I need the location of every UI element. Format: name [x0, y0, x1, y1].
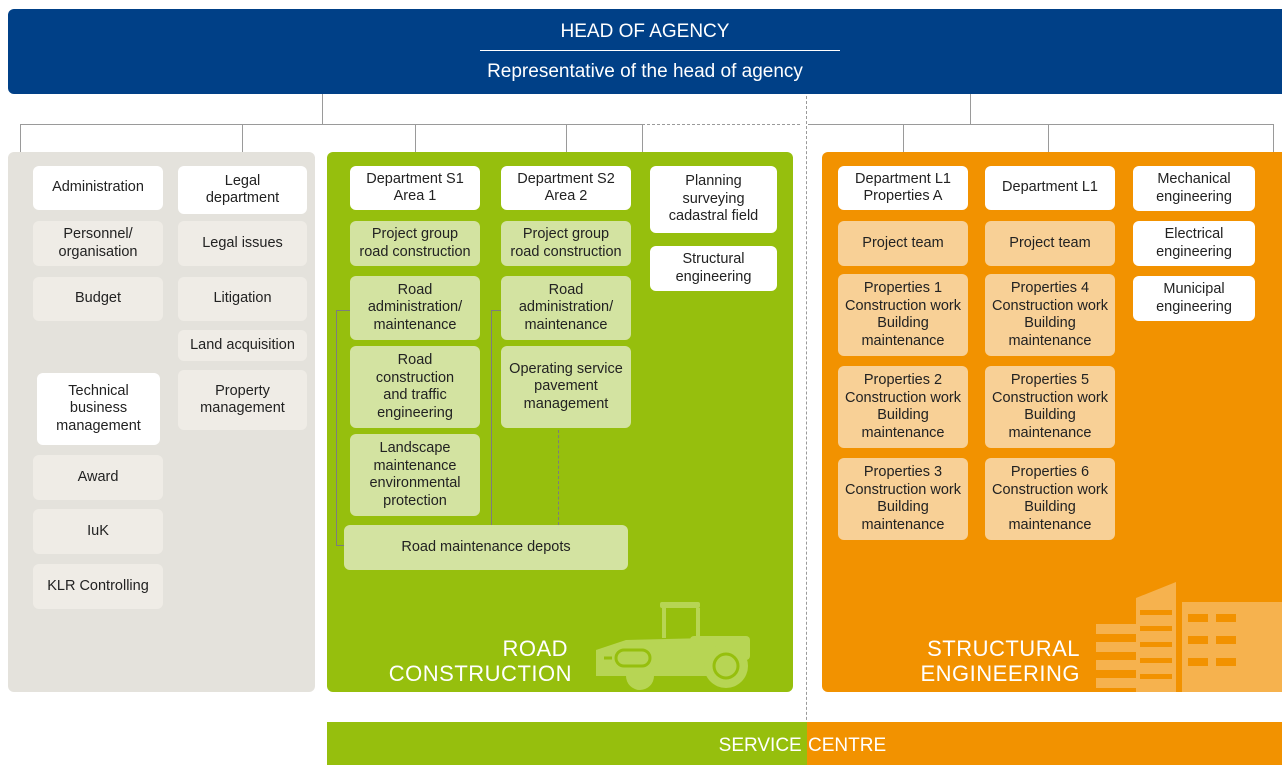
project-team-l1b-box[interactable]: Project team	[985, 221, 1115, 266]
connector-line	[322, 94, 323, 125]
road-maintenance-depots-box[interactable]: Road maintenance depots	[344, 525, 628, 570]
project-group-s2-box[interactable]: Project group road construction	[501, 221, 631, 266]
electrical-engineering-box[interactable]: Electrical engineering	[1133, 221, 1255, 266]
planning-surveying-box[interactable]: Planning surveying cadastral field	[650, 166, 777, 233]
department-s1-box[interactable]: Department S1 Area 1	[350, 166, 480, 210]
structural-label-line2: ENGINEERING	[920, 661, 1080, 686]
properties-2-box[interactable]: Properties 2 Construction work Building …	[838, 366, 968, 448]
department-l1-box[interactable]: Department L1	[985, 166, 1115, 210]
project-group-s1-box[interactable]: Project group road construction	[350, 221, 480, 266]
representative-title: Representative of the head of agency	[487, 61, 803, 82]
road-administration-s2-box[interactable]: Road administration/ maintenance	[501, 276, 631, 340]
mechanical-engineering-box[interactable]: Mechanical engineering	[1133, 166, 1255, 211]
legal-department-box[interactable]: Legal department	[178, 166, 307, 214]
dashed-divider	[806, 96, 807, 765]
head-of-agency-title: HEAD OF AGENCY	[560, 21, 730, 42]
properties-4-box[interactable]: Properties 4 Construction work Building …	[985, 274, 1115, 356]
road-label-line1: ROAD	[502, 636, 568, 661]
connector-line	[808, 124, 1273, 125]
personnel-organisation-box[interactable]: Personnel/ organisation	[33, 221, 163, 266]
connector-line	[970, 94, 971, 125]
legal-issues-box[interactable]: Legal issues	[178, 221, 307, 266]
road-roller-illustration	[596, 602, 750, 690]
klr-controlling-box[interactable]: KLR Controlling	[33, 564, 163, 609]
department-s2-box[interactable]: Department S2 Area 2	[501, 166, 631, 210]
technical-business-management-box[interactable]: Technical business management	[37, 373, 160, 445]
project-team-l1a-box[interactable]: Project team	[838, 221, 968, 266]
department-l1-properties-a-box[interactable]: Department L1 Properties A	[838, 166, 968, 210]
land-acquisition-box[interactable]: Land acquisition	[178, 330, 307, 361]
road-connector-line	[336, 310, 351, 311]
connector-line	[20, 124, 642, 125]
budget-box[interactable]: Budget	[33, 277, 163, 321]
road-administration-s1-box[interactable]: Road administration/ maintenance	[350, 276, 480, 340]
service-centre-green-bar	[327, 722, 807, 765]
structural-engineering-road-box[interactable]: Structural engineering	[650, 246, 777, 291]
landscape-maintenance-box[interactable]: Landscape maintenance environmental prot…	[350, 434, 480, 516]
administration-box[interactable]: Administration	[33, 166, 163, 210]
service-centre-label-part1: SERVICE	[718, 735, 807, 756]
road-label-line2: CONSTRUCTION	[388, 661, 572, 686]
service-centre-label-part2: CENTRE	[808, 735, 887, 756]
connector-line	[415, 124, 416, 166]
connector-line	[566, 124, 567, 166]
properties-5-box[interactable]: Properties 5 Construction work Building …	[985, 366, 1115, 448]
property-management-box[interactable]: Property management	[178, 370, 307, 430]
operating-service-box[interactable]: Operating service pavement management	[501, 346, 631, 428]
road-connector-line	[336, 310, 337, 545]
service-centre-orange-bar	[807, 722, 1282, 765]
road-dashed-connector	[558, 430, 559, 525]
award-box[interactable]: Award	[33, 455, 163, 500]
dashed-connector	[642, 124, 800, 125]
connector-line	[242, 124, 243, 166]
road-connector-line	[491, 310, 501, 311]
connector-line	[1048, 124, 1049, 166]
connector-line	[903, 124, 904, 166]
properties-3-box[interactable]: Properties 3 Construction work Building …	[838, 458, 968, 540]
structural-label-line1: STRUCTURAL	[927, 636, 1080, 661]
properties-6-box[interactable]: Properties 6 Construction work Building …	[985, 458, 1115, 540]
municipal-engineering-box[interactable]: Municipal engineering	[1133, 276, 1255, 321]
header-divider	[480, 50, 840, 51]
head-of-agency-banner: HEAD OF AGENCY Representative of the hea…	[8, 9, 1282, 94]
properties-1-box[interactable]: Properties 1 Construction work Building …	[838, 274, 968, 356]
road-construction-traffic-box[interactable]: Road construction and traffic engineerin…	[350, 346, 480, 428]
building-illustration	[1096, 582, 1282, 692]
iuk-box[interactable]: IuK	[33, 509, 163, 554]
road-connector-line	[336, 545, 344, 546]
litigation-box[interactable]: Litigation	[178, 277, 307, 321]
road-connector-line	[491, 310, 492, 525]
